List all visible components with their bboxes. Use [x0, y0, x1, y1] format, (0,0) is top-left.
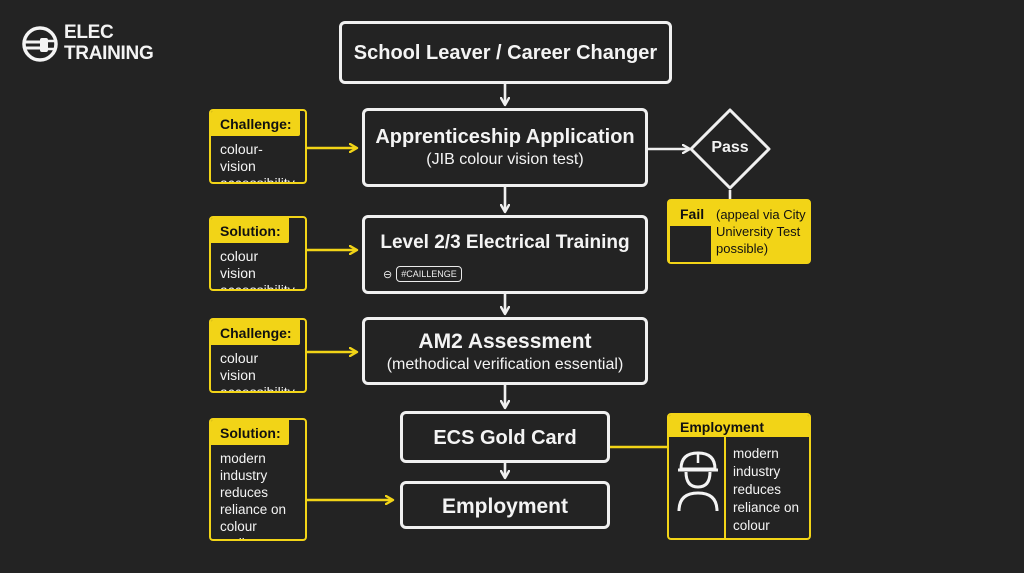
note-body: modern industry reduces reliance on colo… — [220, 451, 287, 539]
ecs-box: ECS Gold Card — [400, 411, 610, 463]
note-solution-2: Solution: colour vision accessibility — [209, 216, 307, 291]
start-box: School Leaver / Career Changer — [339, 21, 672, 84]
note-body: colour vision accessibility — [220, 350, 295, 393]
plug-logo-icon — [22, 26, 58, 62]
note-challenge-3: Challenge: colour vision accessibility — [209, 318, 307, 393]
small-circle-icon: ⊖ — [383, 268, 393, 281]
am2-title: AM2 Assessment — [418, 330, 592, 353]
application-box: Apprenticeship Application (JIB colour v… — [362, 108, 648, 187]
note-header: Challenge: — [211, 320, 300, 345]
challenge-tag: #CAILLENGE — [396, 266, 462, 282]
note-header: Solution: — [211, 420, 289, 445]
fail-box: Fail (appeal via City University Test po… — [667, 199, 811, 264]
note-header: Solution: — [211, 218, 289, 243]
note-challenge-1: Challenge: colour-vision accessibility — [209, 109, 307, 184]
note-header: Challenge: — [211, 111, 300, 136]
logo-line2: TRAINING — [64, 43, 154, 64]
application-subtitle: (JIB colour vision test) — [426, 151, 584, 168]
note-solution-4: Solution: modern industry reduces relian… — [209, 418, 307, 541]
note-body: colour-vision accessibility — [220, 141, 295, 184]
ecs-title: ECS Gold Card — [433, 427, 577, 449]
employment-box: Employment — [400, 481, 610, 529]
start-title: School Leaver / Career Changer — [353, 42, 658, 64]
training-title: Level 2/3 Electrical Training — [380, 232, 630, 253]
employment-card: Employment modern industry reduces relia… — [667, 413, 811, 540]
employment-title: Employment — [441, 495, 569, 518]
decision-diamond — [689, 108, 771, 190]
am2-box: AM2 Assessment (methodical verification … — [362, 317, 648, 385]
employment-card-header: Employment — [669, 415, 809, 437]
fail-text: (appeal via City University Test possibl… — [716, 207, 806, 256]
employment-card-body: modern industry reduces reliance on colo… — [733, 446, 800, 538]
am2-subtitle: (methodical verification essential) — [386, 356, 624, 373]
fail-dark-swatch — [670, 226, 711, 262]
note-body: colour vision accessibility — [220, 248, 295, 291]
worker-hardhat-icon — [677, 451, 719, 512]
training-box: Level 2/3 Electrical Training ⊖ #CAILLEN… — [362, 215, 648, 294]
application-title: Apprenticeship Application — [375, 126, 635, 148]
pass-label: Pass — [711, 139, 749, 156]
fail-label: Fail — [680, 206, 705, 222]
logo-line1: ELEC — [64, 22, 114, 43]
logo: ELEC TRAINING — [20, 22, 170, 68]
